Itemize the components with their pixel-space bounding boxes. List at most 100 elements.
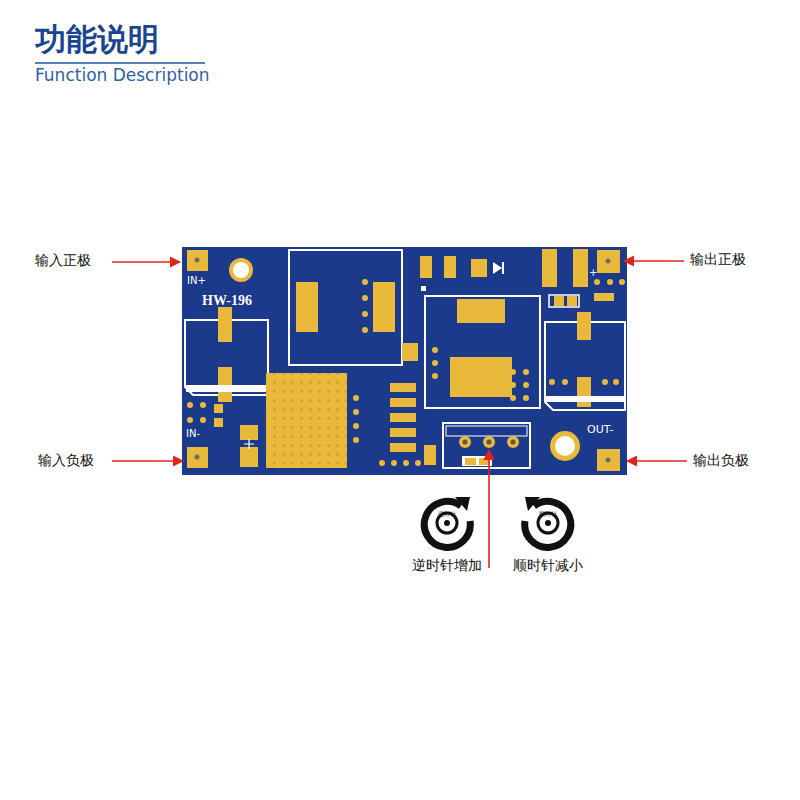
ic-footprint — [457, 299, 505, 323]
icon-text: 顺时针 — [539, 511, 557, 518]
ic-footprint — [450, 357, 512, 397]
via — [187, 402, 193, 408]
ic-footprint — [421, 286, 540, 408]
potentiometer — [465, 458, 476, 465]
diode-footprint — [240, 373, 347, 468]
via — [353, 437, 359, 443]
potentiometer — [463, 440, 468, 445]
callout-label: 顺时针减小 — [513, 557, 583, 573]
smd-pad — [214, 404, 223, 413]
silkscreen-text: IN- — [186, 428, 200, 440]
potentiometer — [462, 456, 492, 466]
smd-pad — [573, 249, 588, 287]
potentiometer — [511, 440, 516, 445]
callout-label: 输出正极 — [690, 251, 746, 267]
ccw-icon — [455, 497, 470, 511]
pad-hole — [195, 455, 200, 460]
capacitor-footprint — [545, 312, 625, 410]
via — [362, 327, 368, 333]
callout-label: 输出负极 — [693, 452, 749, 468]
silkscreen-text: + — [589, 267, 597, 279]
silkscreen-text: IN+ — [187, 275, 206, 287]
callout-label: 输入正极 — [35, 252, 91, 268]
diode-footprint — [240, 425, 258, 440]
via — [353, 409, 359, 415]
cw-icon — [525, 497, 571, 547]
pcb-board — [182, 247, 627, 475]
via — [619, 279, 625, 285]
potentiometer — [443, 423, 530, 468]
leader-arrow — [627, 460, 687, 462]
smd-pad — [420, 256, 432, 278]
via — [510, 395, 516, 401]
smd-pad — [471, 259, 487, 277]
diode-footprint — [244, 439, 254, 449]
mounting-hole — [550, 431, 580, 461]
via — [353, 423, 359, 429]
via — [391, 460, 397, 466]
smd-pad — [390, 413, 416, 422]
smd-pad — [390, 428, 416, 437]
capacitor-footprint — [218, 307, 232, 342]
silkscreen-text: HW-196 — [202, 293, 252, 309]
mounting-hole — [555, 436, 575, 456]
ic-footprint — [421, 286, 426, 291]
terminal-pad — [597, 449, 620, 471]
via — [200, 402, 206, 408]
smd-pad — [390, 398, 416, 407]
smd-pad — [554, 296, 564, 306]
diode-symbol — [549, 295, 579, 307]
ic-footprint — [425, 296, 540, 408]
via — [523, 395, 529, 401]
smd-pad — [402, 343, 418, 361]
via — [607, 279, 613, 285]
diode-symbol — [502, 262, 504, 274]
subtitle: Function Description — [35, 66, 210, 86]
silkscreen-text: OUT- — [587, 424, 613, 437]
via — [200, 417, 206, 423]
callout-label: 逆时针增加 — [412, 557, 482, 573]
smd-pad — [567, 296, 577, 306]
via — [523, 369, 529, 375]
icon-text: 逆时针 — [438, 511, 456, 518]
cw-icon — [525, 501, 571, 547]
smd-pad — [542, 249, 557, 287]
pad-hole — [606, 458, 611, 463]
terminal-pad — [597, 250, 620, 273]
capacitor-footprint — [546, 396, 624, 402]
pcb-board — [182, 247, 627, 475]
cw-icon — [525, 497, 540, 511]
smd-pad — [214, 418, 223, 427]
leader-arrow — [112, 460, 183, 462]
smd-pad — [390, 383, 416, 392]
via — [613, 379, 619, 385]
callout-label: 输入负极 — [38, 452, 94, 468]
capacitor-footprint — [577, 377, 591, 407]
via — [510, 382, 516, 388]
mounting-hole — [233, 262, 249, 278]
terminal-pad — [187, 250, 208, 271]
capacitor-footprint — [577, 312, 591, 340]
via — [562, 379, 568, 385]
via — [379, 460, 385, 466]
pad-hole — [606, 259, 611, 264]
capacitor-footprint — [218, 367, 232, 402]
leader-arrow — [488, 450, 490, 568]
cw-icon — [545, 520, 551, 526]
via — [362, 295, 368, 301]
via — [362, 311, 368, 317]
mounting-hole — [229, 258, 253, 282]
leader-arrow — [112, 261, 180, 263]
potentiometer — [459, 436, 471, 448]
potentiometer — [487, 440, 492, 445]
leader-arrow — [624, 260, 684, 262]
ccw-icon — [424, 501, 470, 547]
ccw-icon — [424, 497, 470, 547]
capacitor-footprint — [186, 385, 267, 392]
diode-footprint — [240, 447, 258, 467]
pad-hole — [195, 258, 200, 263]
potentiometer — [443, 423, 530, 468]
